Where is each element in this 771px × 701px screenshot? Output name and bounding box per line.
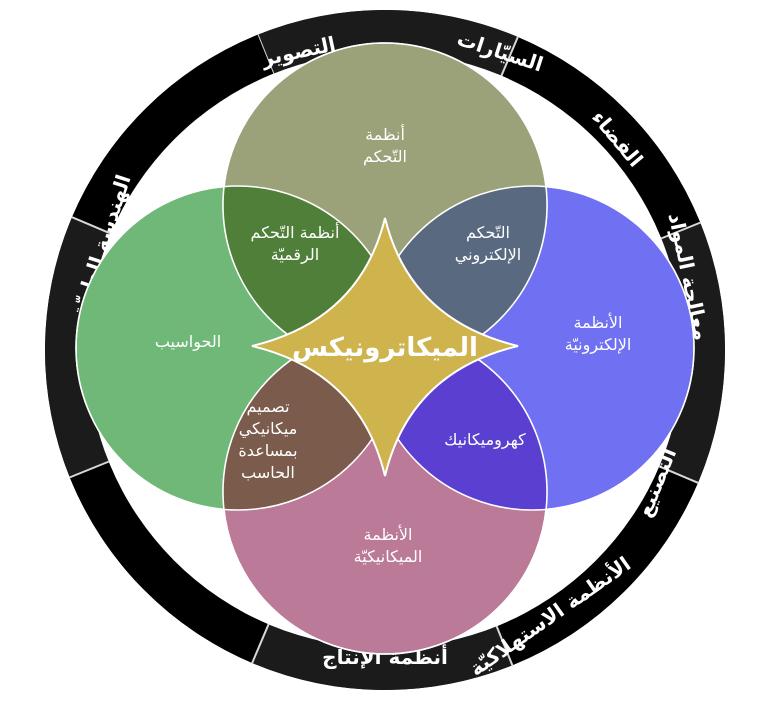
label-mechanical: الأنظمة الميكانيكيّة bbox=[354, 524, 423, 566]
label-control-line: التّحكم bbox=[363, 147, 407, 166]
ring-segments bbox=[45, 10, 725, 690]
ring-divider bbox=[69, 460, 110, 479]
ring-segment bbox=[252, 624, 513, 690]
ring-divider bbox=[660, 221, 701, 240]
label-electronic-control-line: الإلكتروني bbox=[455, 245, 521, 265]
label-electronic-control-line: التّحكم bbox=[466, 223, 510, 242]
ring-divider bbox=[495, 625, 514, 666]
label-digital-control: أنظمة التّحكم الرقميّة bbox=[251, 222, 340, 265]
label-cad-line: تصميم bbox=[246, 397, 289, 416]
label-computers: الحواسيب bbox=[155, 332, 221, 352]
ring-segment bbox=[501, 37, 701, 239]
ring-divider bbox=[251, 623, 270, 664]
ring-segment bbox=[496, 466, 698, 666]
circle-labels: أنظمة التّحكم الحواسيب الأنظمة الإلكترونيّ… bbox=[155, 124, 631, 566]
label-mechanical-line: الميكانيكيّة bbox=[354, 547, 423, 566]
label-digital-control-line: الرقميّة bbox=[271, 245, 319, 265]
label-cad-line: الحاسب bbox=[241, 463, 295, 482]
label-electronics-line: الأنظمة bbox=[574, 312, 623, 332]
ring-segment bbox=[72, 34, 274, 234]
label-control: أنظمة التّحكم bbox=[363, 124, 407, 166]
label-mechanical-line: الأنظمة bbox=[364, 524, 413, 544]
label-cad: تصميم ميكانيكي بمساعدة الحاسب bbox=[238, 397, 297, 482]
label-electronics-line: الإلكترونيّة bbox=[565, 335, 632, 355]
label-electromechanics: كهروميكانيك bbox=[444, 430, 526, 450]
label-control-line: أنظمة bbox=[365, 124, 405, 144]
ring-segment bbox=[69, 461, 269, 663]
ring-divider bbox=[658, 465, 699, 484]
core-star bbox=[251, 217, 519, 477]
center-label: الميكاترونيكس bbox=[292, 333, 478, 363]
ring-divider bbox=[71, 216, 112, 235]
label-electronics: الأنظمة الإلكترونيّة bbox=[565, 312, 632, 355]
label-electronic-control: التّحكم الإلكتروني bbox=[455, 223, 521, 265]
label-cad-line: بمساعدة bbox=[238, 441, 297, 460]
label-cad-line: ميكانيكي bbox=[239, 419, 298, 439]
label-digital-control-line: أنظمة التّحكم bbox=[251, 222, 340, 242]
ring-divider bbox=[500, 36, 519, 77]
